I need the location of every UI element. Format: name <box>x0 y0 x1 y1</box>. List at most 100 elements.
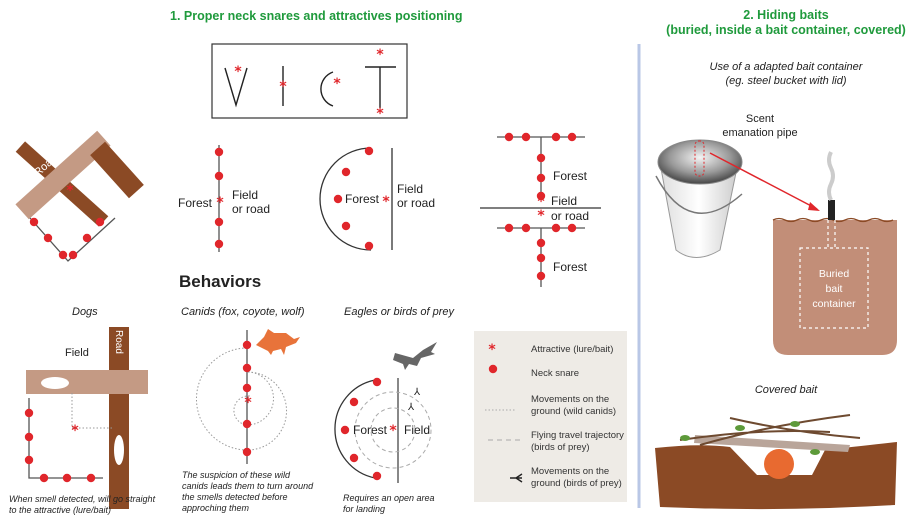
section2-title: 2. Hiding baits (buried, inside a bait c… <box>666 8 906 38</box>
caption-line: for landing <box>343 504 386 514</box>
legend-line: Movements on the <box>531 394 610 405</box>
asterisk-icon: * <box>66 183 74 199</box>
neck-snare-dot <box>364 146 374 156</box>
canids-caption: The suspicion of these wild canids leads… <box>182 470 313 514</box>
caption-line: approching them <box>182 503 250 513</box>
forest-arc <box>319 147 372 251</box>
neck-snare-dot <box>95 217 105 227</box>
neck-snare-dot <box>521 223 531 233</box>
neck-snare-dot <box>341 167 351 177</box>
neck-snare-dot <box>39 473 49 483</box>
or-road-text: or road <box>397 196 436 210</box>
field-road-label-2: Field or road <box>397 182 435 210</box>
neck-snare-dot <box>349 397 359 407</box>
neck-snare-dot <box>82 233 92 243</box>
neck-snare-dot <box>536 173 546 183</box>
eagles-caption: Requires an open area for landing <box>343 493 435 515</box>
asterisk-icon: * <box>279 79 287 95</box>
asterisk-icon: * <box>537 208 545 224</box>
legend-line: ground (wild canids) <box>531 406 617 417</box>
neck-snare-dot <box>333 194 343 204</box>
eagles-diagram: ⅄ ⅄ <box>334 342 437 483</box>
legend-line: Movements on the <box>531 466 610 477</box>
neck-snare-dot <box>29 217 39 227</box>
smoke <box>827 151 835 201</box>
forest-label-eagles: Forest <box>353 423 388 437</box>
neck-snare-dot <box>214 171 224 181</box>
behaviors-title: Behaviors <box>179 272 262 291</box>
neck-snare-dot <box>536 253 546 263</box>
forest-label-t-top: Forest <box>553 169 588 183</box>
bird-track-icon-2: ⅄ <box>407 402 415 413</box>
neck-snare-dot <box>349 453 359 463</box>
asterisk-icon: * <box>333 76 341 92</box>
neck-snare-dot <box>24 408 34 418</box>
dogs-caption: When smell detected, will go straight to… <box>9 494 155 516</box>
legend-item-flying: Flying travel trajectory (birds of prey) <box>531 430 624 454</box>
caption-line: to the attractive (lure/bait) <box>9 505 112 515</box>
log <box>694 435 850 452</box>
asterisk-icon: * <box>389 423 397 439</box>
fox-silhouette <box>256 329 300 355</box>
road-light <box>15 130 111 220</box>
neck-snare-dot <box>242 340 252 350</box>
neck-snare-dot <box>567 132 577 142</box>
caption-line: the smells detected before <box>182 492 288 502</box>
legend-item-bird-movement: Movements on the ground (birds of prey) <box>531 466 622 490</box>
leaf <box>790 421 800 427</box>
neck-snare-dot <box>214 217 224 227</box>
letter-t <box>365 66 396 108</box>
forest-label-t-bottom: Forest <box>553 260 588 274</box>
field-label-t: Field <box>551 194 578 208</box>
or-road-label-t: or road <box>551 209 590 223</box>
neck-snare-dot <box>242 363 252 373</box>
section2-title-line1: 2. Hiding baits <box>743 8 829 22</box>
caption-line: canids leads them to turn around <box>182 481 314 491</box>
branches <box>679 414 861 446</box>
leaf <box>735 425 745 431</box>
caption-line: When smell detected, will go straight <box>9 494 156 504</box>
neck-snare-dot <box>504 132 514 142</box>
buried-label-line: bait <box>825 283 843 295</box>
caption-line: Requires an open area <box>343 493 435 503</box>
forest-label-2: Forest <box>345 192 380 206</box>
dog-silhouette <box>41 377 69 389</box>
buried-label-line: container <box>812 298 856 310</box>
bird-track-icon: ⅄ <box>413 387 421 398</box>
asterisk-icon: * <box>234 64 242 80</box>
neck-snare-dot <box>242 383 252 393</box>
caption-line: Use of a adapted bait container <box>709 61 863 73</box>
pipe-label-line: emanation pipe <box>722 127 798 139</box>
dogs-title: Dogs <box>72 306 98 318</box>
letter-v <box>224 67 248 108</box>
neck-snare-dot <box>242 447 252 457</box>
neck-snare-dot <box>341 221 351 231</box>
neck-snare-dot <box>551 223 561 233</box>
neck-snare-dot <box>536 238 546 248</box>
pipe-label-line: Scent <box>745 113 775 125</box>
covered-bait-title: Covered bait <box>754 384 818 396</box>
asterisk-icon: * <box>376 106 384 122</box>
buried-label: Buried bait container <box>800 267 868 312</box>
neck-snare-dot <box>504 223 514 233</box>
eagle-silhouette <box>393 342 437 370</box>
canids-title: Canids (fox, coyote, wolf) <box>181 306 305 318</box>
legend-box <box>474 331 627 502</box>
neck-snare-dot <box>24 432 34 442</box>
section2-title-line2: (buried, inside a bait container, covere… <box>666 23 906 37</box>
asterisk-icon: * <box>382 194 390 210</box>
field-label-eagles: Field <box>404 423 431 437</box>
neck-snare-dot <box>364 241 374 251</box>
container-caption: Use of a adapted bait container (eg. ste… <box>666 60 906 88</box>
neck-snare-dot <box>488 364 498 374</box>
legend-item-attractive: Attractive (lure/bait) <box>531 344 614 355</box>
or-road-text: or road <box>232 202 271 216</box>
road-v-diagram <box>15 130 144 262</box>
legend-line: (birds of prey) <box>531 442 590 453</box>
neck-snare-dot <box>58 250 68 260</box>
steel-bucket <box>655 139 743 258</box>
caption-line: The suspicion of these wild <box>182 470 291 480</box>
pointer-arrow <box>709 152 818 210</box>
field-label-dogs: Field <box>65 347 89 359</box>
section1-title: 1. Proper neck snares and attractives po… <box>170 9 463 23</box>
